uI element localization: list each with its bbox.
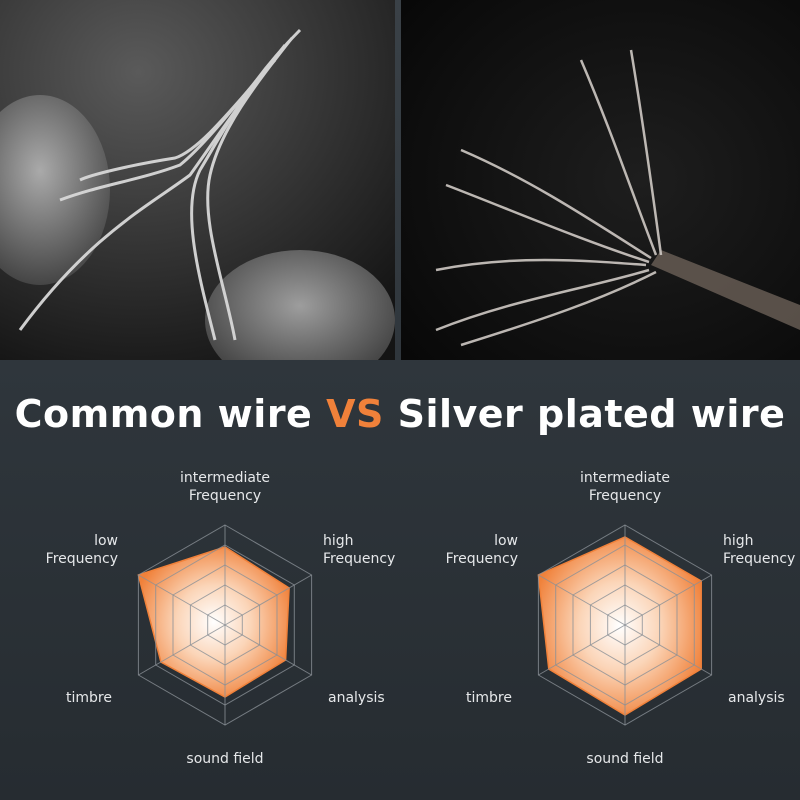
radar-spoke [138,574,226,626]
radar-axis-label: analysis [328,690,385,706]
radar-spoke [224,574,312,626]
radar-spoke [538,574,626,626]
braided-wire-illustration [0,0,395,360]
radar-axis-label: timbre [466,690,512,706]
radar-axis-label: analysis [728,690,785,706]
silver-strands-illustration [401,0,800,360]
radar-spoke [138,624,226,676]
common-wire-photo [0,0,395,360]
title-common-wire: Common wire [14,392,327,436]
radar-spoke [624,624,712,676]
title-vs: VS [326,392,384,436]
radar-axis-label: sound field [186,751,263,767]
radar-axis-label: timbre [66,690,112,706]
radar-axis-label: sound field [586,751,663,767]
radar-spoke [224,624,312,676]
radar-spoke [624,574,712,626]
title-silver-plated-wire: Silver plated wire [383,392,786,436]
radar-spoke [538,624,626,676]
comparison-title: Common wire VS Silver plated wire [0,392,800,436]
silver-wire-photo [401,0,800,360]
